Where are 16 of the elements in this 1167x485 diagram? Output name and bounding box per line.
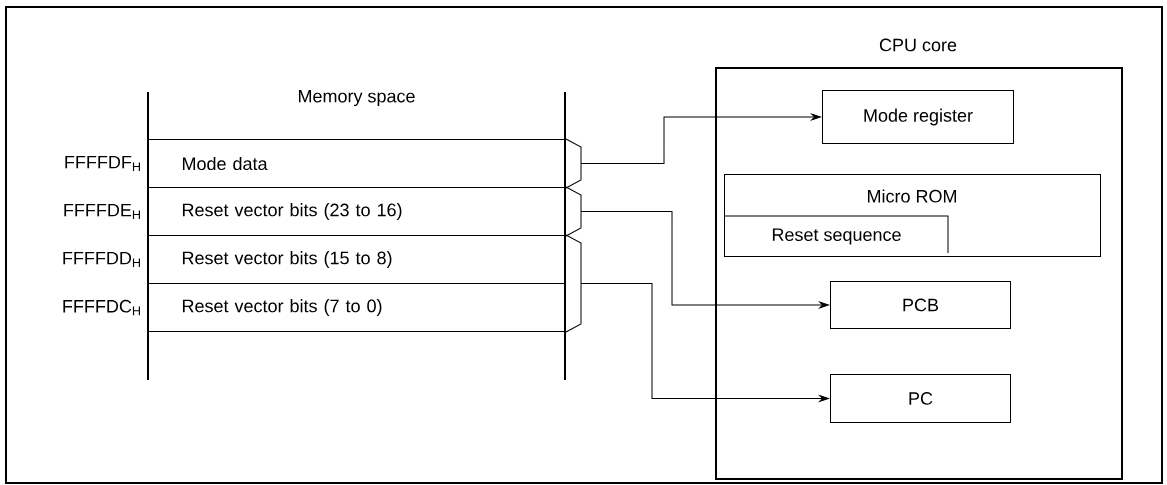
memory-row: Reset vector bits (15 to 8)	[148, 235, 566, 284]
arrow	[565, 113, 821, 189]
address-label: FFFFDC$_{H}$	[63, 299, 140, 316]
memory-row: Mode data	[148, 139, 566, 188]
arrow	[565, 186, 829, 309]
arrow	[565, 234, 829, 402]
memory-row: Reset vector bits (23 to 16)	[148, 187, 566, 236]
register-box: PCB	[830, 281, 1011, 329]
address-label: FFFFDE$_{H}$	[64, 203, 140, 220]
address-label: FFFFDF$_{H}$	[65, 155, 140, 172]
sequence-box: Reset sequence	[723, 215, 949, 254]
node-label: CPU core	[879, 38, 957, 52]
memory-row: Reset vector bits (7 to 0)	[148, 283, 566, 332]
address-label: FFFFDD$_{H}$	[63, 251, 140, 268]
register-box: PC	[830, 374, 1011, 423]
register-box: Mode register	[822, 90, 1014, 144]
